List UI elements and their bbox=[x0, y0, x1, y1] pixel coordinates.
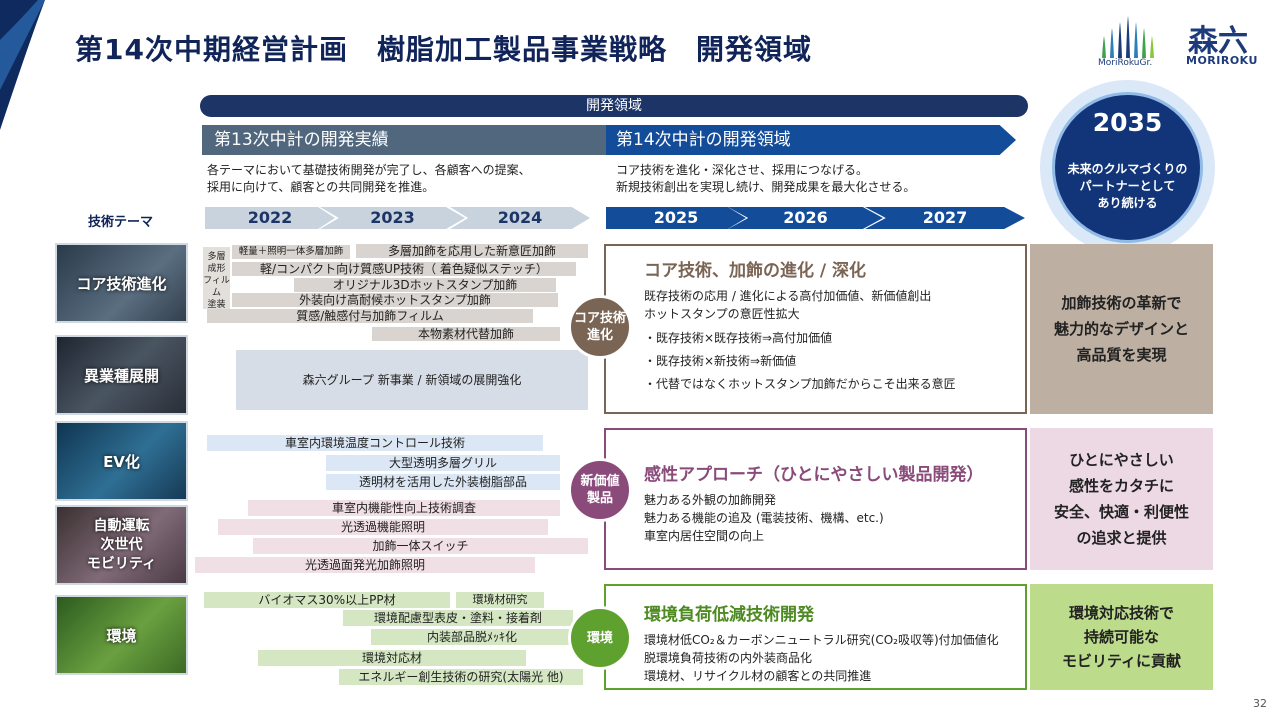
blue-item-1: 車室内環境温度コントロール技術 bbox=[207, 435, 543, 451]
result-environment: 環境対応技術で 持続可能な モビリティに貢献 bbox=[1030, 584, 1213, 690]
development-area-bar: 開発領域 bbox=[200, 95, 1028, 117]
vision-year: 2035 bbox=[1092, 108, 1163, 137]
core-tech-title: コア技術、加飾の進化 / 深化 bbox=[644, 261, 867, 281]
core-tech-circle: コア技術 進化 bbox=[568, 295, 632, 359]
phase14-header: 第14次中計の開発領域 bbox=[606, 125, 1016, 155]
pink-item-2: 光透過機能照明 bbox=[218, 519, 548, 535]
core-line-4: ・既存技術×新技術⇒新価値 bbox=[644, 354, 797, 368]
year-2026: 2026 bbox=[728, 207, 883, 229]
blue-item-3: 透明材を活用した外装樹脂部品 bbox=[326, 474, 560, 490]
pink-item-3: 加飾一体スイッチ bbox=[253, 538, 588, 554]
gray-item-6: 質感/触感付与加飾フィルム bbox=[207, 309, 533, 323]
corner-swoosh-decoration bbox=[0, 0, 45, 130]
morirokugr-logo-icon bbox=[1102, 16, 1154, 58]
env-line-2: 脱環境負荷技術の内外装商品化 bbox=[644, 651, 813, 665]
kansei-line-3: 車室内居住空間の向上 bbox=[644, 529, 765, 543]
multilayer-film-box: 多層 成形 フィルム 塗装 bbox=[203, 247, 230, 310]
kansei-box: 感性アプローチ（ひとにやさしい製品開発） 魅力ある外観の加飾開発 魅力ある機能の… bbox=[604, 428, 1027, 570]
year-2023: 2023 bbox=[320, 207, 465, 229]
result-kansei: ひとにやさしい 感性をカタチに 安全、快適・利便性 の追求と提供 bbox=[1030, 428, 1213, 570]
core-line-3: ・既存技術×既存技術⇒高付加価値 bbox=[644, 331, 833, 345]
phase14-description: コア技術を進化・深化させ、採用につなげる。新規技術創出を実現し続け、開発成果を最… bbox=[616, 163, 916, 194]
green-item-2: 環境材研究 bbox=[456, 592, 544, 608]
env-line-1: 環境材低CO₂＆カーボンニュートラル研究(CO₂吸収等)付加価値化 bbox=[644, 633, 999, 647]
gray-item-3: 軽/コンパクト向け質感UP技術（ 着色疑似ステッチ） bbox=[232, 262, 576, 276]
page-number: 32 bbox=[1253, 697, 1267, 710]
page-title: 第14次中期経営計画 樹脂加工製品事業戦略 開発領域 bbox=[75, 33, 812, 66]
pink-item-4: 光透過面発光加飾照明 bbox=[195, 557, 535, 573]
theme-cross-industry: 異業種展開 bbox=[55, 335, 188, 415]
blue-item-2: 大型透明多層グリル bbox=[326, 455, 560, 471]
green-item-1: バイオマス30%以上PP材 bbox=[204, 592, 450, 608]
result-decoration: 加飾技術の革新で 魅力的なデザインと 高品質を実現 bbox=[1030, 244, 1213, 414]
year-2022: 2022 bbox=[205, 207, 335, 229]
phase13-header: 第13次中計の開発実績 bbox=[202, 125, 606, 155]
env-line-3: 環境材、リサイクル材の顧客との共同推進 bbox=[644, 669, 872, 683]
phase13-description: 各テーマにおいて基礎技術開発が完了し、各顧客への提案、採用に向けて、顧客との共同… bbox=[207, 163, 531, 194]
core-line-5: ・代替ではなくホットスタンプ加飾だからこそ出来る意匠 bbox=[644, 377, 956, 391]
vision-text: 未来のクルマづくりのパートナーとしてあり続ける bbox=[1067, 162, 1188, 210]
kansei-line-2: 魅力ある機能の追及 (電装技術、機構、etc.) bbox=[644, 511, 884, 525]
theme-ev: EV化 bbox=[55, 421, 188, 501]
core-line-1: 既存技術の応用 / 進化による高付加価値、新価値創出 bbox=[644, 289, 932, 303]
environment-circle: 環境 bbox=[568, 606, 632, 670]
year-2024: 2024 bbox=[450, 207, 590, 229]
theme-core-tech: コア技術進化 bbox=[55, 243, 188, 323]
kansei-line-1: 魅力ある外観の加飾開発 bbox=[644, 493, 777, 507]
green-item-6: エネルギー創生技術の研究(太陽光 他) bbox=[339, 669, 583, 685]
year-2025: 2025 bbox=[606, 207, 746, 229]
pink-item-1: 車室内機能性向上技術調査 bbox=[248, 500, 560, 516]
green-item-5: 環境対応材 bbox=[258, 650, 526, 666]
core-line-2: ホットスタンプの意匠性拡大 bbox=[644, 307, 800, 321]
kansei-title: 感性アプローチ（ひとにやさしい製品開発） bbox=[644, 465, 984, 485]
env-box: 環境負荷低減技術開発 環境材低CO₂＆カーボンニュートラル研究(CO₂吸収等)付… bbox=[604, 584, 1027, 690]
gray-item-7: 本物素材代替加飾 bbox=[372, 327, 560, 341]
vision-circle bbox=[1052, 92, 1203, 243]
theme-autonomous-mobility: 自動運転 次世代 モビリティ bbox=[55, 505, 188, 585]
gray-item-2: 多層加飾を応用した新意匠加飾 bbox=[356, 244, 588, 258]
green-item-4: 内装部品脱ﾒｯｷ化 bbox=[371, 629, 573, 645]
env-title: 環境負荷低減技術開発 bbox=[644, 605, 814, 625]
core-tech-box: コア技術、加飾の進化 / 深化 既存技術の応用 / 進化による高付加価値、新価値… bbox=[604, 244, 1027, 414]
green-item-3: 環境配慮型表皮・塗料・接着剤 bbox=[343, 610, 573, 626]
new-value-circle: 新価値 製品 bbox=[568, 458, 632, 522]
gray-item-5: 外装向け高耐候ホットスタンプ加飾 bbox=[232, 293, 558, 307]
group-logo-text: MoriRokuGr. bbox=[1098, 58, 1153, 68]
gray-item-1: 軽量＋照明一体多層加飾 bbox=[232, 245, 350, 259]
tech-theme-label: 技術テーマ bbox=[88, 215, 154, 230]
year-2027: 2027 bbox=[865, 207, 1025, 229]
gray-item-4: オリジナル3Dホットスタンプ加飾 bbox=[294, 278, 556, 292]
company-logo-kanji: 森六 bbox=[1188, 24, 1248, 59]
company-logo-roman: MORIROKU bbox=[1186, 54, 1258, 67]
group-new-business-panel: 森六グループ 新事業 / 新領域の展開強化 bbox=[236, 350, 588, 410]
theme-environment: 環境 bbox=[55, 595, 188, 675]
